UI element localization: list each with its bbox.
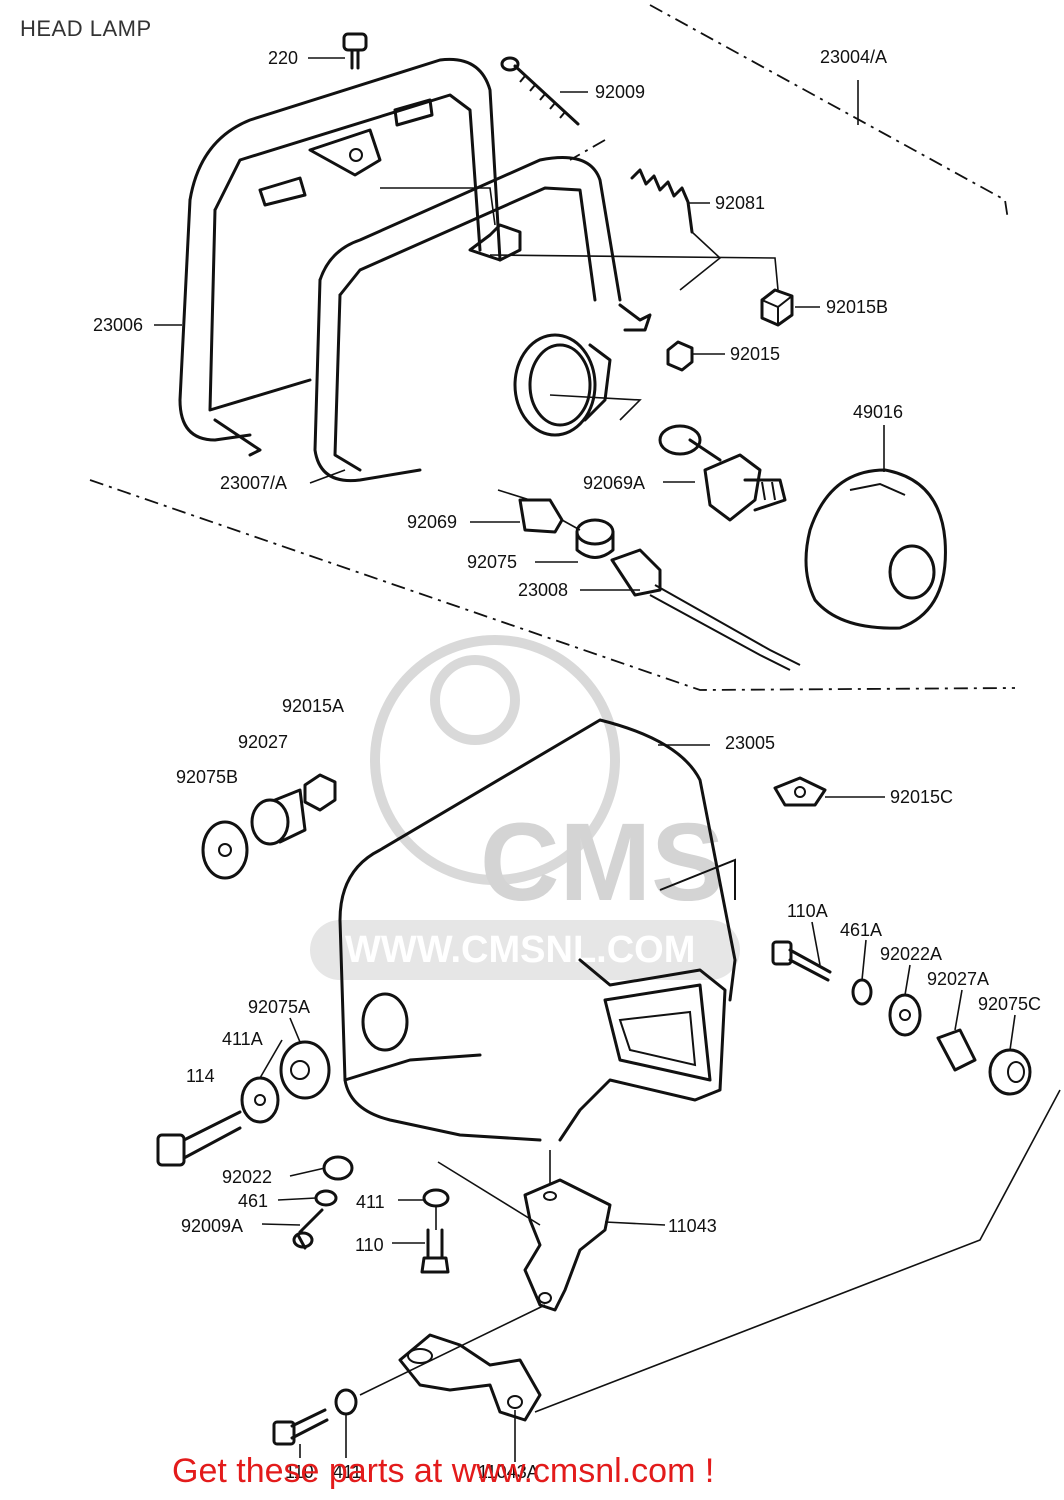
label-92069A[interactable]: 92069A (583, 473, 645, 493)
nut-92015B[interactable] (760, 288, 794, 327)
label-23005[interactable]: 23005 (725, 733, 775, 753)
label-411A[interactable]: 411A (222, 1029, 263, 1049)
screw-220[interactable] (342, 32, 368, 70)
label-220[interactable]: 220 (268, 48, 298, 68)
label-92015B[interactable]: 92015B (826, 297, 888, 317)
label-92022[interactable]: 92022 (222, 1167, 272, 1187)
rim-23006[interactable] (178, 57, 502, 457)
grommet-92075[interactable] (575, 518, 615, 559)
label-23004A[interactable]: 23004/A (820, 47, 887, 67)
nut-92015[interactable] (666, 340, 694, 372)
washer-411A[interactable] (240, 1076, 280, 1124)
assembly-guide-lines (359, 187, 1061, 1413)
watermark-logo-text: CMS (480, 801, 724, 924)
footer-promo-link[interactable]: Get these parts at www.cmsnl.com ! (172, 1452, 715, 1490)
washer-411[interactable] (422, 1188, 450, 1208)
label-92027A[interactable]: 92027A (927, 969, 989, 989)
label-92075B[interactable]: 92075B (176, 767, 238, 787)
label-11043[interactable]: 11043 (668, 1216, 717, 1236)
adjust-screw-92009[interactable] (500, 56, 580, 126)
bolt-110[interactable] (420, 1228, 450, 1274)
label-92009[interactable]: 92009 (595, 82, 645, 102)
grommet-92075C[interactable] (988, 1048, 1032, 1096)
washer-461[interactable] (314, 1189, 338, 1207)
label-92075A[interactable]: 92075A (248, 997, 310, 1017)
bracket-11043A[interactable] (398, 1333, 542, 1422)
headlamp-case-23005[interactable] (338, 718, 737, 1142)
washer-92022[interactable] (322, 1155, 354, 1181)
label-92081[interactable]: 92081 (715, 193, 765, 213)
clip-92015C[interactable] (773, 776, 827, 807)
diagram-title: HEAD LAMP (20, 16, 152, 41)
bulb-cover-49016[interactable] (804, 468, 947, 630)
label-92015A[interactable]: 92015A (282, 696, 344, 716)
grommet-92075B[interactable] (201, 820, 249, 880)
washer-92022A[interactable] (888, 993, 922, 1037)
label-49016[interactable]: 49016 (853, 402, 903, 422)
lamp-unit-23007[interactable] (313, 156, 652, 483)
nut-92015A[interactable] (303, 773, 337, 812)
collar-92027A[interactable] (936, 1028, 977, 1072)
label-92075C[interactable]: 92075C (978, 994, 1041, 1014)
spring-92081[interactable] (630, 168, 694, 234)
label-23007A[interactable]: 23007/A (220, 473, 287, 493)
collar-92027[interactable] (250, 788, 307, 846)
label-leaders (154, 57, 1016, 1462)
label-461[interactable]: 461 (238, 1191, 268, 1211)
label-92009A[interactable]: 92009A (181, 1216, 243, 1236)
label-411[interactable]: 411 (356, 1192, 385, 1212)
bolt-110-lower[interactable] (272, 1408, 329, 1446)
label-92075[interactable]: 92075 (467, 552, 517, 572)
label-92015C[interactable]: 92015C (890, 787, 953, 807)
label-92069[interactable]: 92069 (407, 512, 457, 532)
bolt-114[interactable] (156, 1110, 242, 1167)
label-411-lower[interactable]: 411 (333, 1462, 362, 1482)
label-92015[interactable]: 92015 (730, 344, 780, 364)
label-11043A[interactable]: 11043A (478, 1462, 539, 1482)
label-23008[interactable]: 23008 (518, 580, 568, 600)
part-labels: 220 23004/A 92009 92081 23006 92015B 920… (93, 47, 1041, 1482)
bulb-92069A[interactable] (658, 424, 787, 522)
label-23006[interactable]: 23006 (93, 315, 143, 335)
bulb-92069[interactable] (518, 498, 564, 534)
label-461A[interactable]: 461A (840, 920, 882, 940)
label-92022A[interactable]: 92022A (880, 944, 942, 964)
washer-461A[interactable] (851, 978, 873, 1006)
cms-watermark-logo: CMS WWW.CMSNL.COM (310, 635, 740, 980)
grommet-92075A[interactable] (279, 1040, 331, 1100)
bolt-92009A[interactable] (292, 1208, 324, 1250)
socket-23008[interactable] (610, 548, 801, 671)
label-114[interactable]: 114 (186, 1066, 215, 1086)
label-110A[interactable]: 110A (787, 901, 828, 921)
assembly-boundary-lines (89, 4, 1016, 691)
label-92027[interactable]: 92027 (238, 732, 288, 752)
label-110[interactable]: 110 (355, 1235, 384, 1255)
washer-411-lower[interactable] (334, 1388, 358, 1416)
bracket-11043[interactable] (523, 1178, 612, 1312)
bolt-110A[interactable] (771, 940, 832, 982)
watermark-url-text: WWW.CMSNL.COM (345, 929, 695, 971)
label-110-lower[interactable]: 110 (285, 1462, 314, 1482)
